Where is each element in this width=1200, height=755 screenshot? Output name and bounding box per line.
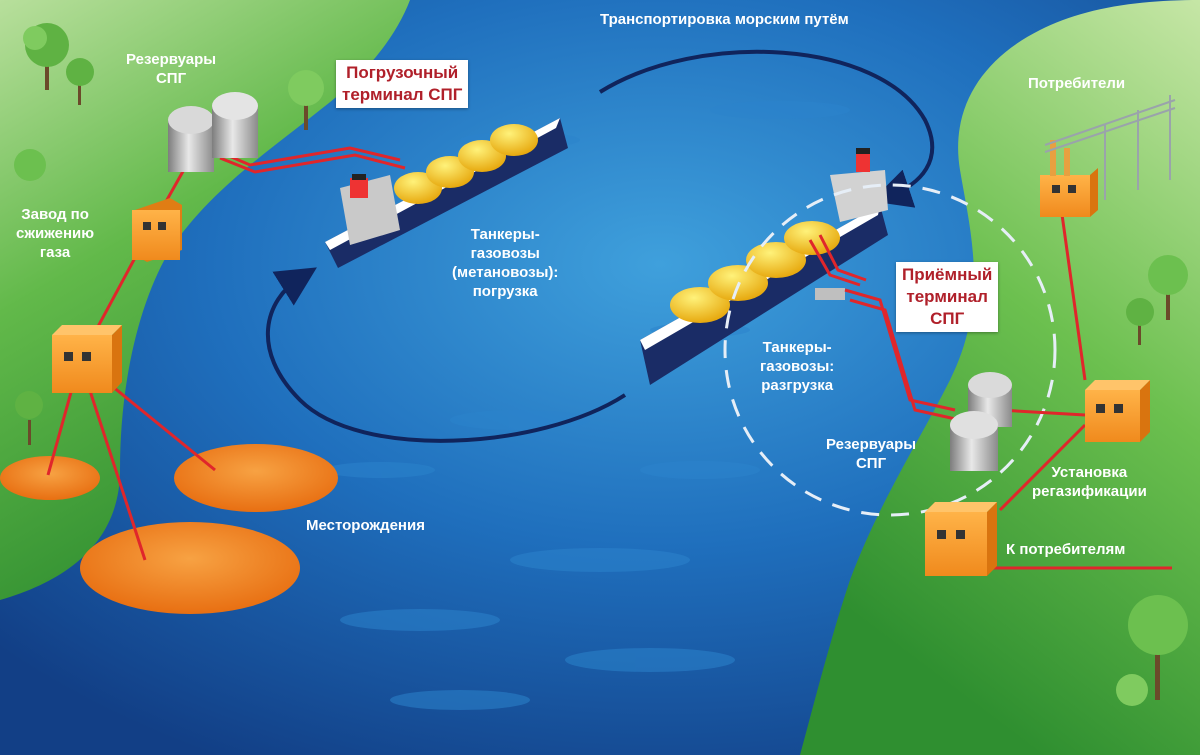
lng-storage-tanks-right [950, 372, 1012, 471]
pipelines-right [844, 199, 1172, 570]
loading-terminal-label: Погрузочный терминал СПГ [336, 60, 469, 108]
power-plant-building [1040, 140, 1098, 217]
receiving-terminal-label: Приёмный терминал СПГ [896, 262, 999, 332]
distribution-building [925, 502, 997, 576]
liquefaction-plant-building [132, 198, 182, 262]
arrow-outbound [598, 49, 935, 208]
trees-left [14, 23, 324, 445]
lng-tanker-loading [325, 118, 568, 268]
receiving-zone-outline [723, 183, 1057, 517]
regasification-label: Установка регазификации [1032, 464, 1147, 500]
fields-label: Месторождения [306, 517, 425, 534]
transport-arrows [265, 49, 935, 443]
arrow-return [265, 267, 627, 443]
liquefaction-plant-label: Завод по сжижению газа [16, 206, 95, 261]
gas-field [80, 522, 300, 614]
unloading-platform [815, 288, 845, 300]
storage-right-label: Резервуары СПГ [826, 436, 917, 472]
tankers-loading-label: Танкеры- газовозы (метановозы): погрузка [452, 226, 559, 300]
gas-field [174, 444, 338, 512]
sea-transport-label: Транспортировка морским путём [600, 11, 849, 28]
regasification-building [1085, 380, 1150, 442]
to-consumers-label: К потребителям [1006, 541, 1126, 558]
power-line-pylons [1044, 95, 1176, 200]
trees-right [1116, 255, 1188, 706]
consumers-label: Потребители [1028, 75, 1126, 92]
storage-left-label: Резервуары СПГ [126, 51, 217, 87]
tankers-unloading-label: Танкеры- газовозы: разгрузка [760, 339, 835, 394]
gas-field [0, 456, 100, 500]
processing-building-left [52, 325, 122, 393]
left-shore [0, 0, 410, 600]
gas-fields [0, 444, 338, 614]
lng-tanker-unloading [640, 148, 888, 385]
lng-storage-tanks-left [168, 92, 258, 172]
